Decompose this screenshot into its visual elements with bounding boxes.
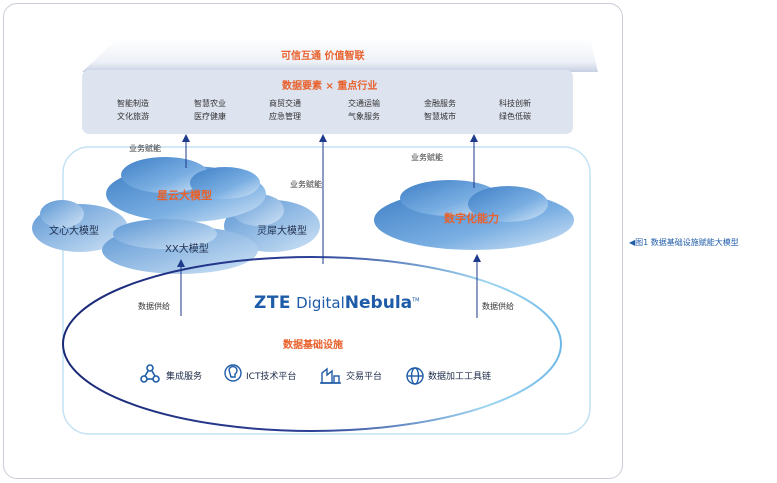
- cloud-label-xx: XX大模型: [165, 244, 209, 255]
- industry-col: 金融服务 智慧城市: [424, 97, 456, 123]
- industry-col: 智能制造 文化旅游: [117, 97, 149, 123]
- ict-platform-icon: [224, 364, 242, 382]
- toolchain-icon: [406, 367, 424, 385]
- logo-brand: ZTE: [254, 293, 292, 313]
- service-integration: 集成服务: [166, 372, 203, 382]
- cloud-label-lingxi: 灵犀大模型: [257, 226, 307, 237]
- industry-item: 气象服务: [348, 112, 380, 121]
- logo-nebula: Nebula: [344, 293, 413, 313]
- industry-col: 智慧农业 医疗健康: [194, 97, 226, 123]
- industry-col: 科技创新 绿色低碳: [499, 97, 531, 123]
- industry-item: 绿色低碳: [499, 112, 531, 121]
- figure-caption: ◀图1 数据基础设施赋能大模型: [629, 238, 739, 247]
- industry-item: 智慧城市: [424, 112, 456, 121]
- label-left-supply: 数据供给: [138, 302, 170, 311]
- roof-title: 数据要素 × 重点行业: [282, 81, 378, 92]
- service-trade-platform: 交易平台: [346, 372, 383, 382]
- roof-slogan: 可信互通 价值智联: [281, 51, 365, 62]
- infra-title: 数据基础设施: [283, 340, 343, 351]
- industry-item: 医疗健康: [194, 112, 226, 121]
- cloud-xx: [102, 219, 258, 274]
- service-ict-platform: ICT技术平台: [246, 372, 297, 382]
- logo-digital: Digital: [296, 294, 345, 312]
- industry-item: 智能制造: [117, 99, 149, 108]
- zte-digital-nebula-logo: ZTE DigitalNebulaTM: [254, 293, 420, 313]
- label-right-supply: 数据供给: [482, 302, 514, 311]
- industry-item: 智慧农业: [194, 99, 226, 108]
- industry-col: 商贸交通 应急管理: [269, 97, 301, 123]
- cloud-label-digital: 数字化能力: [444, 212, 499, 225]
- industry-item: 文化旅游: [117, 112, 149, 121]
- label-middle-business: 业务赋能: [290, 180, 322, 189]
- industry-item: 金融服务: [424, 99, 456, 108]
- industry-col: 交通运输 气象服务: [348, 97, 380, 123]
- cloud-label-xingyun: 星云大模型: [157, 189, 212, 202]
- industry-item: 科技创新: [499, 99, 531, 108]
- industry-panel: [82, 70, 573, 134]
- infra-ring: [62, 256, 562, 432]
- cloud-wenxin: [32, 200, 128, 252]
- integration-icon: [140, 364, 160, 383]
- service-toolchain: 数据加工工具链: [428, 372, 492, 382]
- cloud-label-wenxin: 文心大模型: [49, 226, 99, 237]
- logo-mark: TM: [412, 297, 420, 304]
- industry-item: 商贸交通: [269, 99, 301, 108]
- label-right-business: 业务赋能: [411, 153, 443, 162]
- industry-item: 应急管理: [269, 112, 301, 121]
- roof-band: [82, 38, 598, 72]
- cloud-digital: [374, 180, 574, 250]
- industry-item: 交通运输: [348, 99, 380, 108]
- trade-platform-icon: [320, 367, 341, 384]
- cloud-xingyun: [106, 157, 266, 222]
- label-left-business: 业务赋能: [129, 144, 161, 153]
